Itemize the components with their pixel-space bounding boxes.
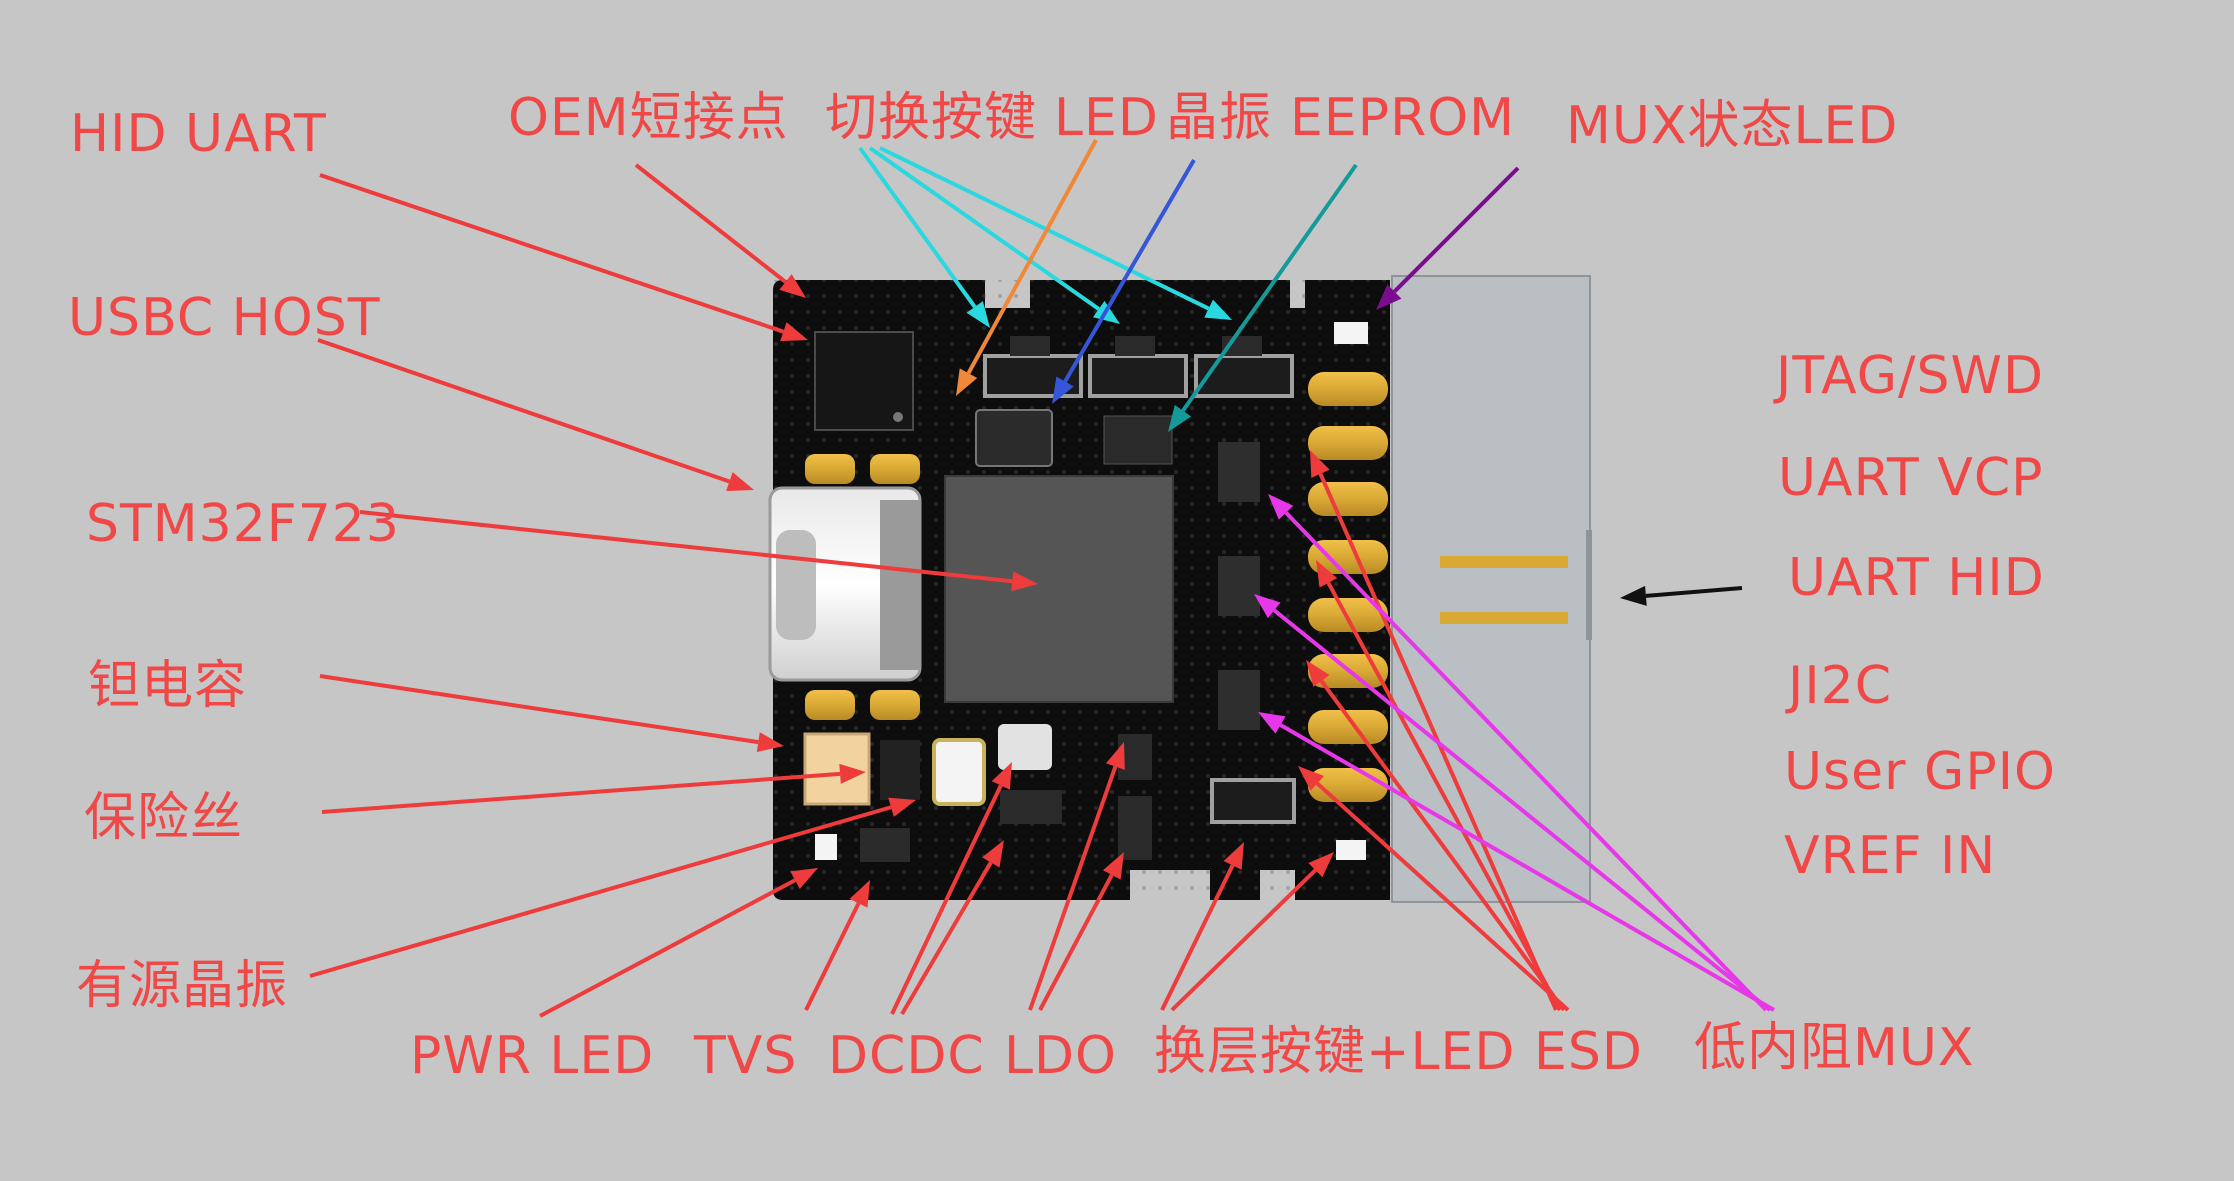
usbc-receptacle (768, 454, 922, 720)
label-ldo: LDO (1004, 1026, 1117, 1086)
label-tvs: TVS (694, 1026, 798, 1086)
ribbon-connector (1391, 275, 1592, 903)
label-fuse: 保险丝 (84, 788, 244, 848)
arrow-esd-4 (1298, 766, 1570, 1012)
arrows (309, 139, 1776, 1018)
arrow-esd-3 (1306, 660, 1566, 1012)
arrow-fuse (321, 763, 866, 814)
label-tantalum-cap: 钽电容 (88, 656, 248, 716)
label-low-r-mux: 低内阻MUX (1694, 1018, 1975, 1078)
label-active-oscillator: 有源晶振 (76, 956, 289, 1016)
label-pwr-led: PWR LED (410, 1026, 655, 1086)
label-switch-button: 切换按键 (825, 88, 1038, 148)
arrow-tantalum (319, 674, 784, 753)
arrow-mux-2 (1254, 594, 1772, 1012)
label-usbc-host: USBC HOST (68, 288, 381, 348)
arrow-switch-3 (879, 146, 1232, 320)
switch-buttons (983, 336, 1294, 398)
label-layer-button-led: 换层按键+LED (1154, 1022, 1516, 1082)
label-hid-uart: HID UART (70, 104, 327, 164)
crystal-and-eeprom (975, 409, 1173, 467)
arrow-dcdc-1 (890, 762, 1012, 1015)
arrow-pwr-led (539, 868, 818, 1018)
label-jtag-swd: JTAG/SWD (1776, 346, 2044, 406)
label-mux-status-led: MUX状态LED (1566, 96, 1899, 156)
label-vref-in: VREF IN (1784, 826, 1997, 886)
label-uart-hid: UART HID (1788, 548, 2045, 608)
arrow-crystal (1052, 158, 1196, 404)
arrow-oem-short (634, 163, 806, 298)
label-user-gpio: User GPIO (1784, 742, 2056, 802)
mux-chips (1218, 442, 1260, 730)
arrow-hid-uart (319, 173, 808, 342)
label-dcdc: DCDC (828, 1026, 985, 1086)
arrow-ldo-1 (1028, 742, 1125, 1011)
power-components (803, 322, 1368, 862)
label-crystal: 晶振 (1166, 88, 1273, 148)
arrow-connector (1620, 585, 1743, 606)
hid-uart-chip (814, 331, 914, 431)
arrow-usbc-host (317, 338, 754, 491)
label-ji2c: JI2C (1788, 656, 1893, 716)
arrow-stm32 (359, 510, 1038, 592)
arrow-layer-1 (1160, 842, 1244, 1011)
label-eeprom: EEPROM (1290, 88, 1515, 148)
label-esd: ESD (1534, 1022, 1643, 1082)
arrow-active-osc (309, 797, 916, 978)
arrow-switch-1 (858, 146, 990, 328)
arrow-mux-3 (1258, 712, 1776, 1012)
arrow-ldo-2 (1038, 852, 1124, 1011)
arrow-layer-2 (1170, 852, 1334, 1012)
label-oem-short: OEM短接点 (508, 88, 789, 148)
label-stm32: STM32F723 (86, 494, 400, 554)
arrow-esd-2 (1316, 560, 1562, 1011)
label-uart-vcp: UART VCP (1778, 448, 2044, 508)
arrow-led (956, 139, 1098, 396)
arrow-tvs (804, 880, 870, 1011)
arrow-dcdc-2 (900, 840, 1004, 1016)
stm32-chip (944, 475, 1174, 703)
arrow-mux-led (1376, 166, 1520, 310)
arrow-mux-1 (1268, 494, 1768, 1012)
label-led: LED (1054, 88, 1159, 148)
arrow-eeprom (1168, 163, 1358, 432)
